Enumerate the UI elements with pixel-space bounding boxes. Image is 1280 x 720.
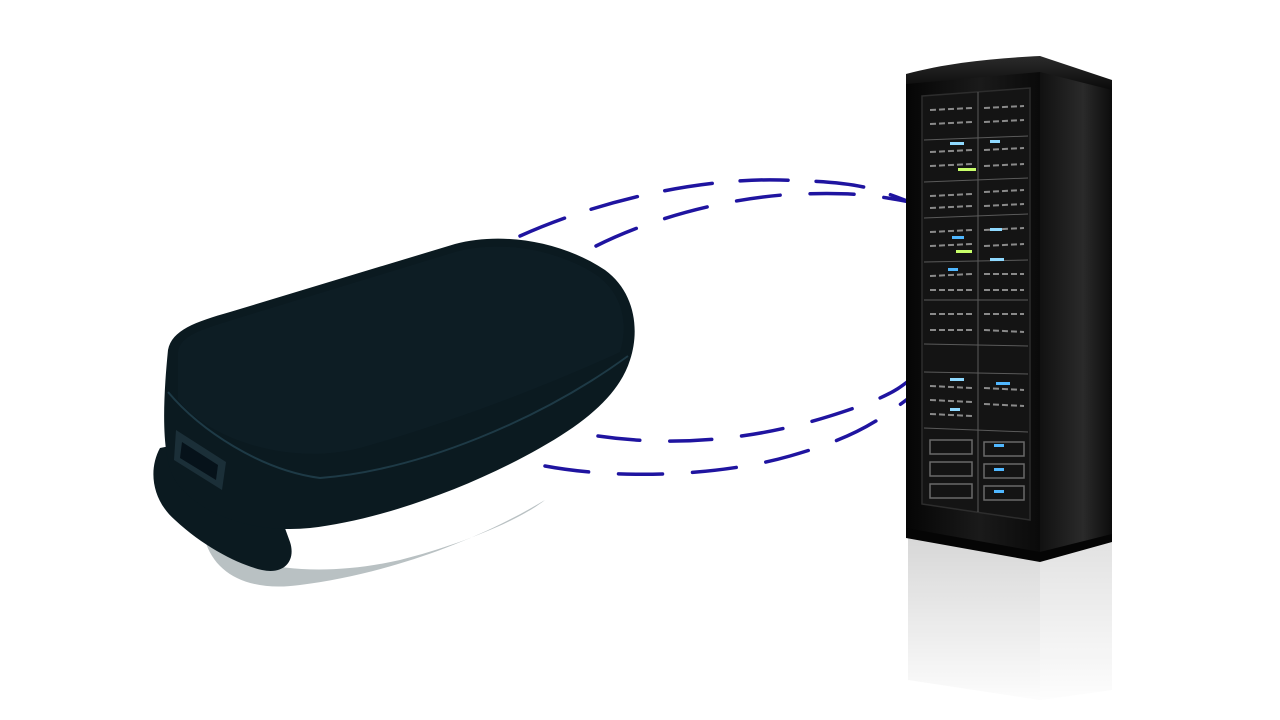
lower-inner-arc xyxy=(596,372,920,443)
server-base xyxy=(906,528,1112,562)
device-top-face xyxy=(178,246,624,454)
lower-outer-arc xyxy=(543,386,924,477)
server-reflection xyxy=(900,530,1120,710)
server-side-panel xyxy=(1040,70,1112,560)
device-shadow xyxy=(205,500,545,587)
upper-inner-arc xyxy=(594,191,932,248)
upper-outer-arc xyxy=(518,178,932,238)
server-units xyxy=(923,92,1029,512)
wireless-link-icon xyxy=(518,178,932,477)
server-indicator-lights xyxy=(948,140,1010,493)
server-rack-icon xyxy=(900,56,1120,710)
server-top-cap xyxy=(906,56,1112,90)
usb-port-icon xyxy=(174,430,226,490)
device-seam xyxy=(167,355,629,480)
usb-wall-adapter-icon xyxy=(153,238,635,587)
server-glass-panel xyxy=(921,87,1031,521)
